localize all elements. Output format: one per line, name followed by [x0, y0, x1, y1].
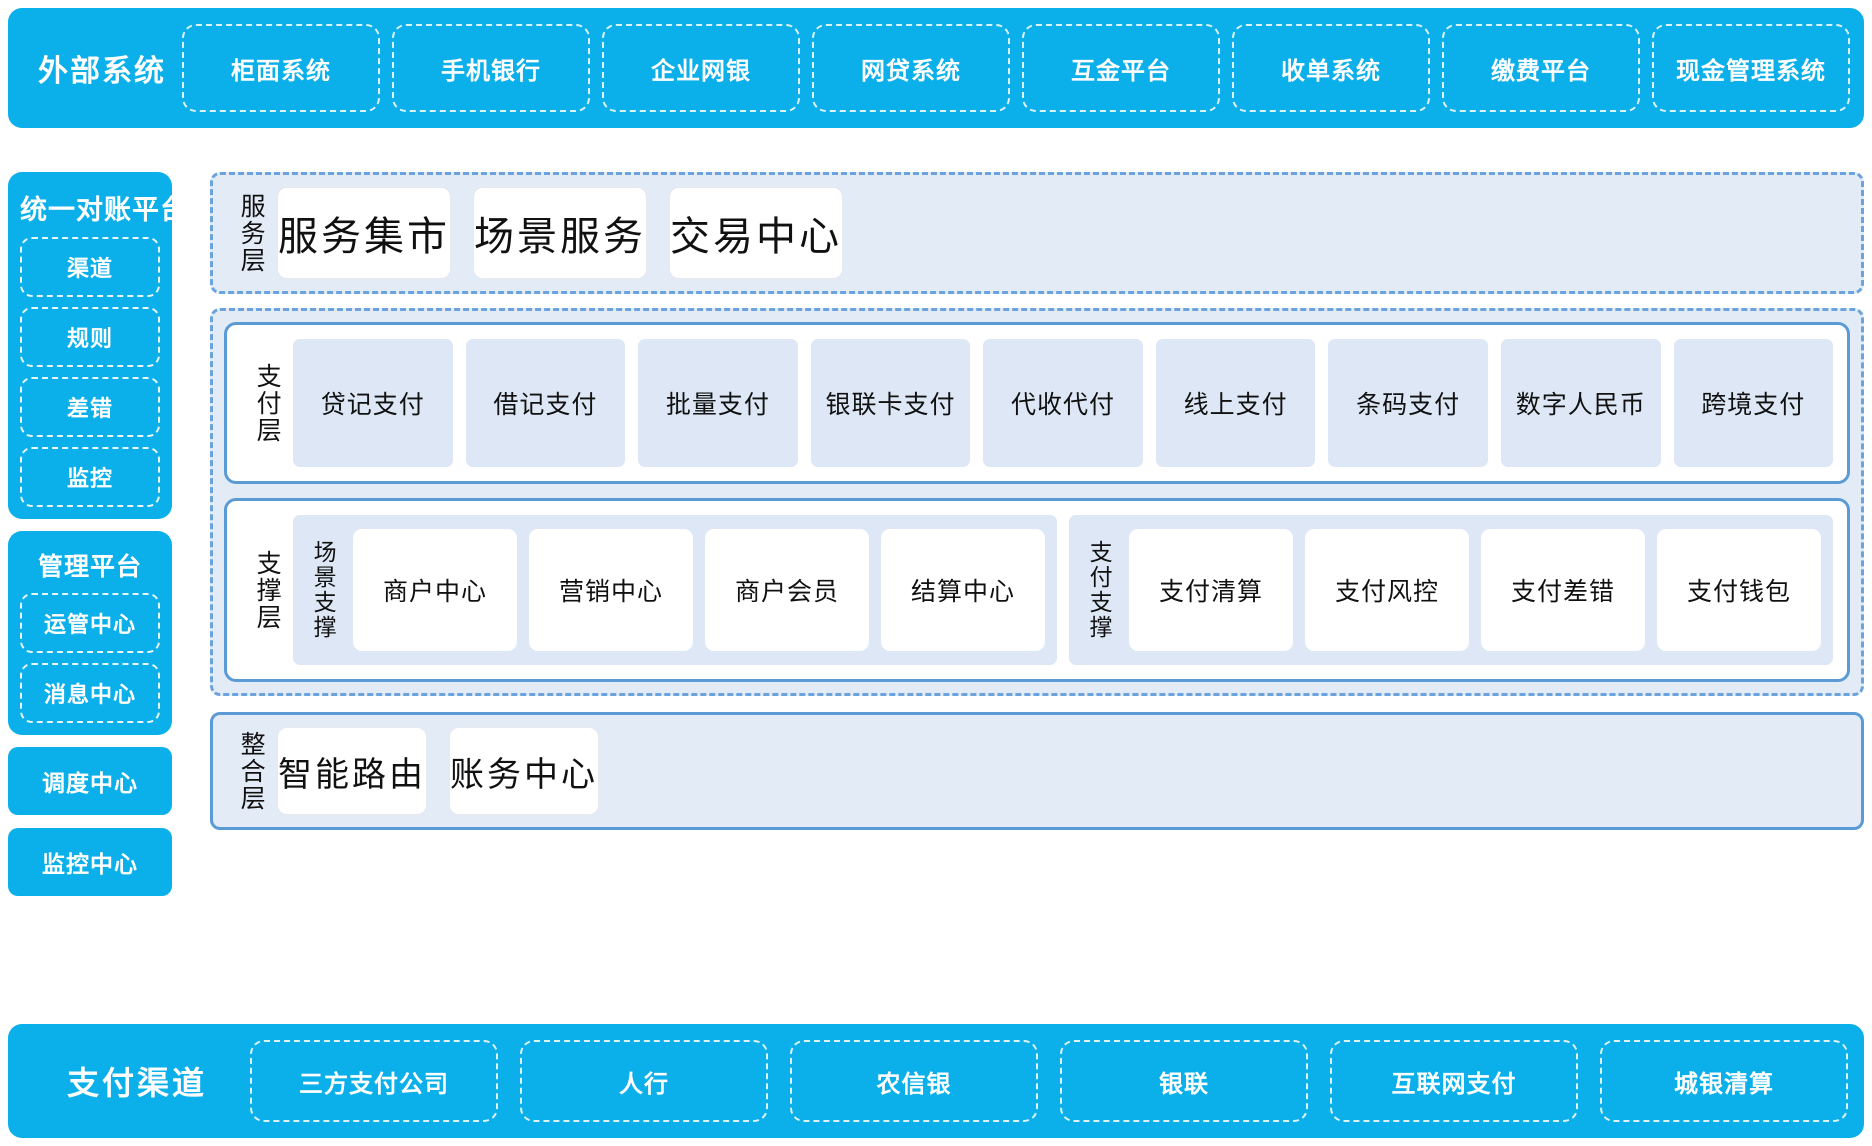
- scenario-support-group: 场景支撑 商户中心 营销中心 商户会员 结算中心: [293, 515, 1057, 665]
- support-layer-panel: 支撑层 场景支撑 商户中心 营销中心 商户会员 结算中心 支付支撑: [224, 498, 1850, 682]
- support-tile[interactable]: 支付风控: [1305, 529, 1469, 651]
- payment-channel-item[interactable]: 三方支付公司: [250, 1040, 498, 1122]
- service-layer-label: 服务层: [237, 192, 266, 274]
- integration-layer-label: 整合层: [237, 730, 266, 812]
- payment-support-cards: 支付清算 支付风控 支付差错 支付钱包: [1129, 529, 1821, 651]
- scenario-support-label: 场景支撑: [310, 540, 337, 640]
- integration-layer-cards: 智能路由 账务中心: [277, 727, 1849, 815]
- support-tile[interactable]: 支付差错: [1481, 529, 1645, 651]
- external-system-item[interactable]: 互金平台: [1022, 24, 1220, 112]
- service-layer-cards: 服务集市 场景服务 交易中心: [277, 187, 1849, 279]
- external-system-item[interactable]: 现金管理系统: [1652, 24, 1850, 112]
- payment-tile[interactable]: 线上支付: [1155, 339, 1316, 467]
- external-system-item[interactable]: 企业网银: [602, 24, 800, 112]
- payment-channel-item[interactable]: 城银清算: [1600, 1040, 1848, 1122]
- payment-channels-list: 三方支付公司 人行 农信银 银联 互联网支付 城银清算: [250, 1040, 1848, 1122]
- payment-channel-item[interactable]: 互联网支付: [1330, 1040, 1578, 1122]
- payment-tile[interactable]: 借记支付: [465, 339, 626, 467]
- support-tile[interactable]: 支付清算: [1129, 529, 1293, 651]
- support-layer-label: 支撑层: [253, 549, 282, 631]
- payment-channel-item[interactable]: 银联: [1060, 1040, 1308, 1122]
- management-item[interactable]: 运管中心: [20, 593, 160, 653]
- external-system-item[interactable]: 缴费平台: [1442, 24, 1640, 112]
- payment-channels-title: 支付渠道: [66, 1065, 207, 1101]
- external-system-item[interactable]: 收单系统: [1232, 24, 1430, 112]
- service-card[interactable]: 交易中心: [669, 187, 843, 279]
- reconciliation-item[interactable]: 渠道: [20, 237, 160, 297]
- payment-tile[interactable]: 跨境支付: [1673, 339, 1834, 467]
- integration-layer-band: 整合层 智能路由 账务中心: [210, 712, 1864, 830]
- payment-tile[interactable]: 批量支付: [638, 339, 798, 467]
- payment-tile[interactable]: 数字人民币: [1500, 339, 1661, 467]
- reconciliation-item[interactable]: 监控: [20, 447, 160, 507]
- support-tile[interactable]: 结算中心: [881, 529, 1045, 651]
- payment-layer-tiles: 贷记支付 借记支付 批量支付 银联卡支付 代收代付 线上支付 条码支付 数字人民…: [293, 339, 1834, 467]
- payment-support-group: 支付支撑 支付清算 支付风控 支付差错 支付钱包: [1069, 515, 1833, 665]
- external-systems-title: 外部系统: [38, 55, 166, 88]
- payment-support-label: 支付支撑: [1086, 540, 1113, 640]
- external-systems-bar: 外部系统 柜面系统 手机银行 企业网银 网贷系统 互金平台 收单系统 缴费平台 …: [8, 8, 1864, 128]
- support-tile[interactable]: 支付钱包: [1657, 529, 1821, 651]
- service-card[interactable]: 场景服务: [473, 187, 647, 279]
- management-platform-title: 管理平台: [37, 553, 142, 581]
- reconciliation-platform-panel: 统一对账平台 渠道 规则 差错 监控: [8, 172, 188, 519]
- support-tile[interactable]: 商户中心: [353, 529, 517, 651]
- payment-tile[interactable]: 贷记支付: [293, 339, 453, 467]
- scheduling-center-button[interactable]: 调度中心: [8, 747, 172, 815]
- core-layers-region: 支付层 贷记支付 借记支付 批量支付 银联卡支付 代收代付 线上支付 条码支付 …: [210, 308, 1864, 696]
- support-layer-groups: 场景支撑 商户中心 营销中心 商户会员 结算中心 支付支撑 支付清算 支付风控: [293, 515, 1833, 665]
- payment-tile[interactable]: 条码支付: [1328, 339, 1488, 467]
- integration-card[interactable]: 智能路由: [277, 727, 427, 815]
- service-layer-band: 服务层 服务集市 场景服务 交易中心: [210, 172, 1864, 294]
- monitoring-center-button[interactable]: 监控中心: [8, 828, 172, 896]
- payment-channel-item[interactable]: 农信银: [790, 1040, 1038, 1122]
- reconciliation-item[interactable]: 规则: [20, 307, 160, 367]
- external-system-item[interactable]: 手机银行: [392, 24, 590, 112]
- support-tile[interactable]: 商户会员: [705, 529, 869, 651]
- payment-tile[interactable]: 代收代付: [983, 339, 1143, 467]
- payment-layer-panel: 支付层 贷记支付 借记支付 批量支付 银联卡支付 代收代付 线上支付 条码支付 …: [224, 322, 1850, 484]
- management-platform-panel: 管理平台 运管中心 消息中心: [8, 531, 172, 735]
- external-system-item[interactable]: 柜面系统: [182, 24, 380, 112]
- payment-channel-item[interactable]: 人行: [520, 1040, 768, 1122]
- support-tile[interactable]: 营销中心: [529, 529, 693, 651]
- reconciliation-platform-title: 统一对账平台: [20, 195, 188, 225]
- payment-tile[interactable]: 银联卡支付: [810, 339, 971, 467]
- external-system-item[interactable]: 网贷系统: [812, 24, 1010, 112]
- payment-layer-label: 支付层: [253, 362, 282, 444]
- service-card[interactable]: 服务集市: [277, 187, 451, 279]
- external-systems-list: 柜面系统 手机银行 企业网银 网贷系统 互金平台 收单系统 缴费平台 现金管理系…: [182, 24, 1850, 112]
- platform-layers: 服务层 服务集市 场景服务 交易中心 支付层 贷记支付 借记支付 批量支付 银联…: [210, 172, 1864, 830]
- scenario-support-cards: 商户中心 营销中心 商户会员 结算中心: [353, 529, 1045, 651]
- reconciliation-item[interactable]: 差错: [20, 377, 160, 437]
- management-item[interactable]: 消息中心: [20, 663, 160, 723]
- payment-channels-bar: 支付渠道 三方支付公司 人行 农信银 银联 互联网支付 城银清算: [8, 1024, 1864, 1138]
- integration-card[interactable]: 账务中心: [449, 727, 599, 815]
- left-platform-column: 统一对账平台 渠道 规则 差错 监控 管理平台 运管中心 消息中心 调度中心 监…: [8, 172, 188, 909]
